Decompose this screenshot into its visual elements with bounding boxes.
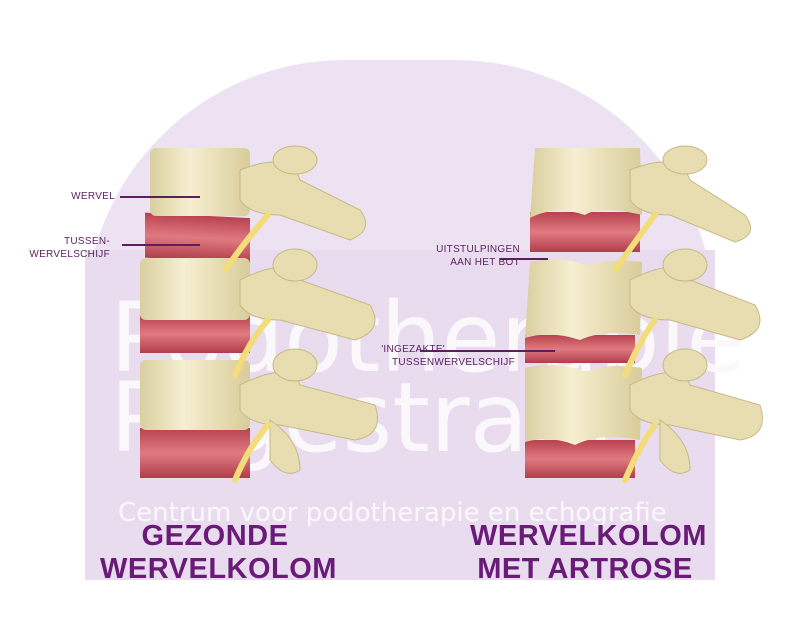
title-healthy-spine: GEZONDE WERVELKOLOM — [100, 520, 337, 586]
vertebra-body — [140, 360, 250, 430]
title-arthritic-line2: MET ARTROSE — [477, 553, 693, 585]
label-vertebra: WERVEL — [71, 191, 115, 202]
label-spurs-line2: AAN HET BOT — [450, 257, 520, 268]
title-arthritic-line1: WERVELKOLOM — [470, 520, 707, 552]
disc — [525, 440, 635, 478]
arthritic-spine — [525, 145, 763, 483]
label-spurs-line1: UITSTULPINGEN — [436, 244, 520, 255]
label-disc-line1: TUSSEN- — [64, 236, 110, 247]
title-arthritic-spine: WERVELKOLOM MET ARTROSE — [470, 520, 707, 586]
pointer-line — [420, 350, 555, 352]
label-collapsed-line1: 'INGEZAKTE' — [381, 344, 445, 355]
label-disc: TUSSEN- WERVELSCHIJF — [10, 235, 110, 261]
vertebra-body — [525, 259, 642, 340]
vertebra-body — [140, 258, 250, 320]
label-bone-spurs: UITSTULPINGEN AAN HET BOT — [370, 243, 520, 269]
pointer-line — [122, 244, 200, 246]
vertebra-body — [530, 148, 642, 218]
disc — [140, 315, 250, 353]
healthy-spine — [140, 145, 378, 483]
vertebra-body — [150, 148, 250, 216]
pointer-line — [120, 196, 200, 198]
label-disc-line2: WERVELSCHIJF — [29, 249, 110, 260]
pointer-line — [500, 258, 548, 260]
disc — [140, 428, 250, 478]
label-collapsed-disc: 'INGEZAKTE' TUSSENWERVELSCHIJF — [340, 343, 515, 369]
title-healthy-line2: WERVELKOLOM — [100, 553, 337, 585]
disc — [145, 212, 250, 264]
watermark-tagline: Centrum voor podotherapie en echografie — [118, 498, 667, 528]
disc — [530, 212, 640, 252]
vertebra-body — [525, 364, 642, 445]
label-collapsed-line2: TUSSENWERVELSCHIJF — [391, 357, 515, 368]
title-healthy-line1: GEZONDE — [141, 520, 289, 552]
